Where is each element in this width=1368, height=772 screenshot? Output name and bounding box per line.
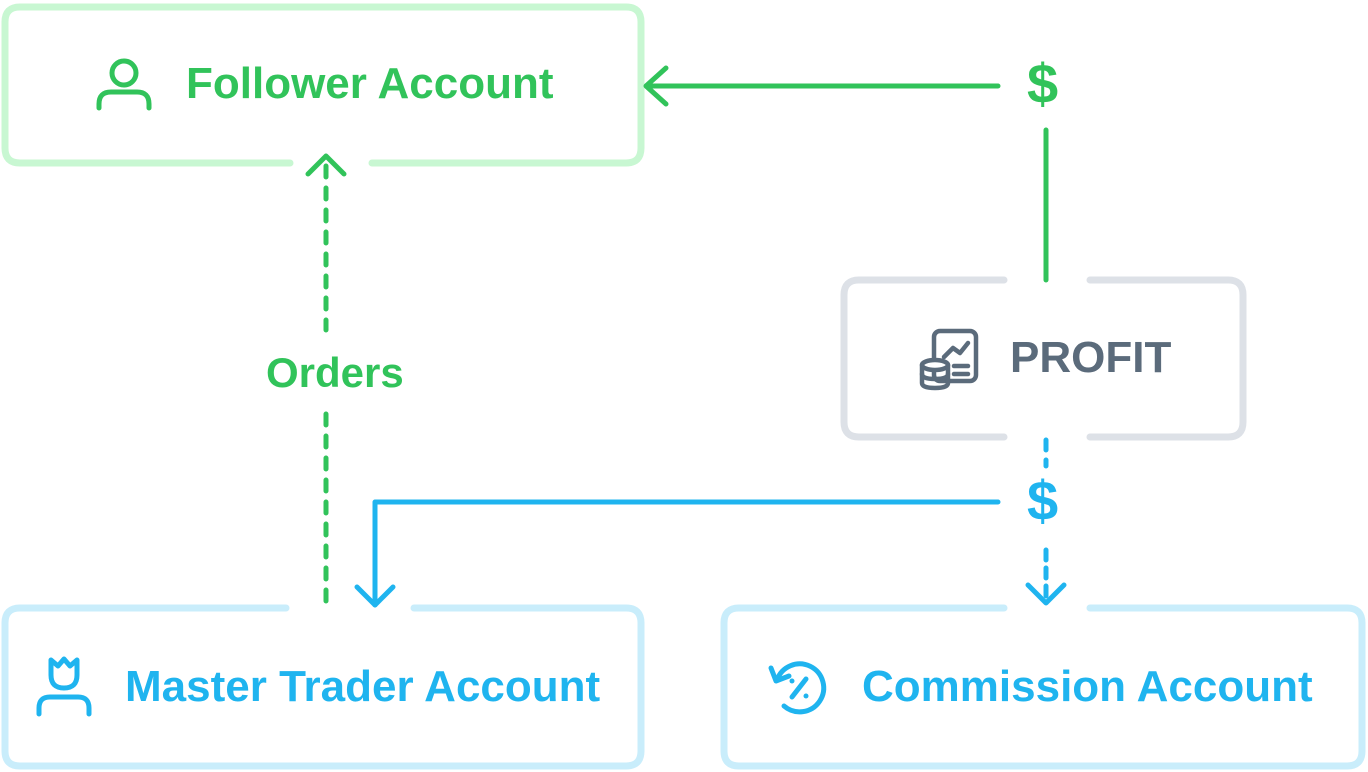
master-trader-account-label: Master Trader Account <box>125 662 601 711</box>
follower-account-label: Follower Account <box>186 59 554 108</box>
orders-label: Orders <box>266 349 404 396</box>
master-arrow-line <box>372 499 1001 608</box>
follower-box <box>1 3 645 167</box>
dollar-blue-label: $ <box>1027 469 1059 532</box>
follower-arrowhead <box>643 65 669 107</box>
profit-label: PROFIT <box>1010 333 1172 382</box>
commission-account-label: Commission Account <box>862 662 1313 711</box>
crowned-user-icon <box>36 656 92 717</box>
percent-refresh-icon <box>768 661 827 715</box>
commission-box <box>720 604 1366 770</box>
profit-chart-coins-icon <box>919 328 979 391</box>
user-icon <box>96 58 152 111</box>
dollar-green-label: $ <box>1027 52 1059 115</box>
profit-box <box>840 276 1247 441</box>
master-box <box>1 604 645 770</box>
orders-arrowhead <box>305 153 347 177</box>
commission-arrowhead <box>1025 582 1067 606</box>
master-arrowhead <box>354 584 396 608</box>
